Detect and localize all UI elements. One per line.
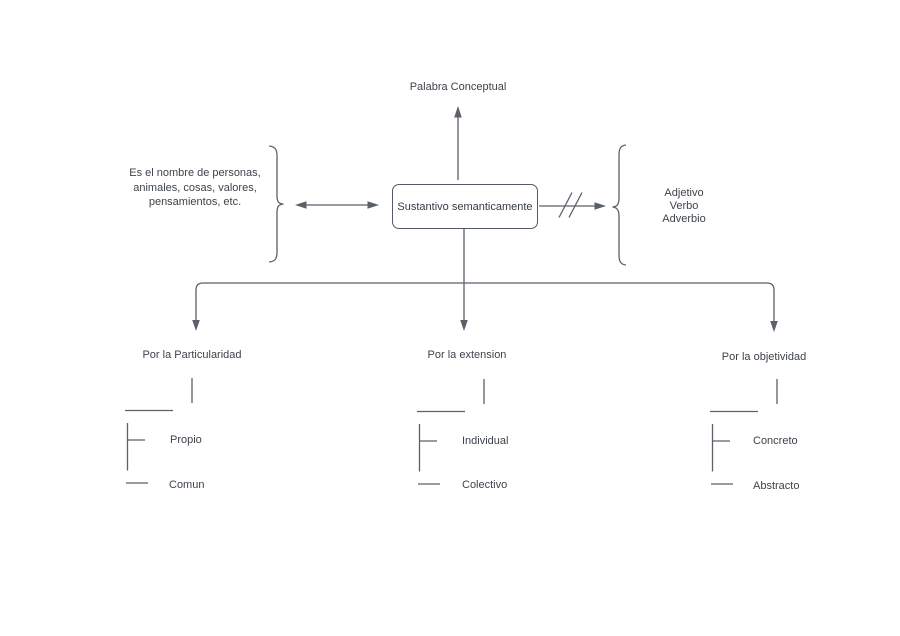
left-note: Es el nombre de personas, animales, cosa… [118, 166, 272, 210]
tree-particularidad [125, 378, 193, 484]
central-node-label: Sustantivo semanticamente [397, 200, 533, 213]
central-node: Sustantivo semanticamente [392, 184, 538, 229]
right-brace [612, 144, 627, 266]
top-label: Palabra Conceptual [409, 81, 507, 93]
double-arrow [295, 201, 379, 209]
left-brace [268, 145, 284, 263]
leaf-concreto: Concreto [753, 435, 798, 447]
leaf-abstracto: Abstracto [753, 480, 800, 492]
tree-extension [417, 379, 485, 485]
left-branch-arrow [192, 282, 464, 331]
branch-label-particularidad: Por la Particularidad [142, 349, 242, 361]
leaf-propio: Propio [170, 434, 202, 446]
center-branch-arrow [460, 229, 468, 331]
right-note: Adjetivo Verbo Adverbio [634, 187, 734, 226]
right-branch-arrow [464, 282, 778, 332]
left-note-line: Es el nombre de personas, [129, 167, 261, 179]
right-note-line: Adverbio [662, 213, 706, 225]
slash-marks [558, 192, 583, 218]
left-note-line: animales, cosas, valores, [133, 181, 257, 194]
right-note-line: Verbo [669, 200, 699, 212]
branch-label-objetividad: Por la objetividad [721, 351, 807, 363]
leaf-individual: Individual [462, 435, 509, 447]
slashed-arrow [539, 192, 606, 218]
right-note-line: Adjetivo [664, 187, 704, 199]
leaf-colectivo: Colectivo [462, 479, 508, 491]
left-note-line: pensamientos, etc. [148, 196, 242, 209]
branch-label-extension: Por la extension [427, 349, 507, 361]
tree-objetividad [710, 379, 778, 485]
up-arrow [454, 106, 462, 180]
leaf-comun: Comun [169, 479, 205, 491]
